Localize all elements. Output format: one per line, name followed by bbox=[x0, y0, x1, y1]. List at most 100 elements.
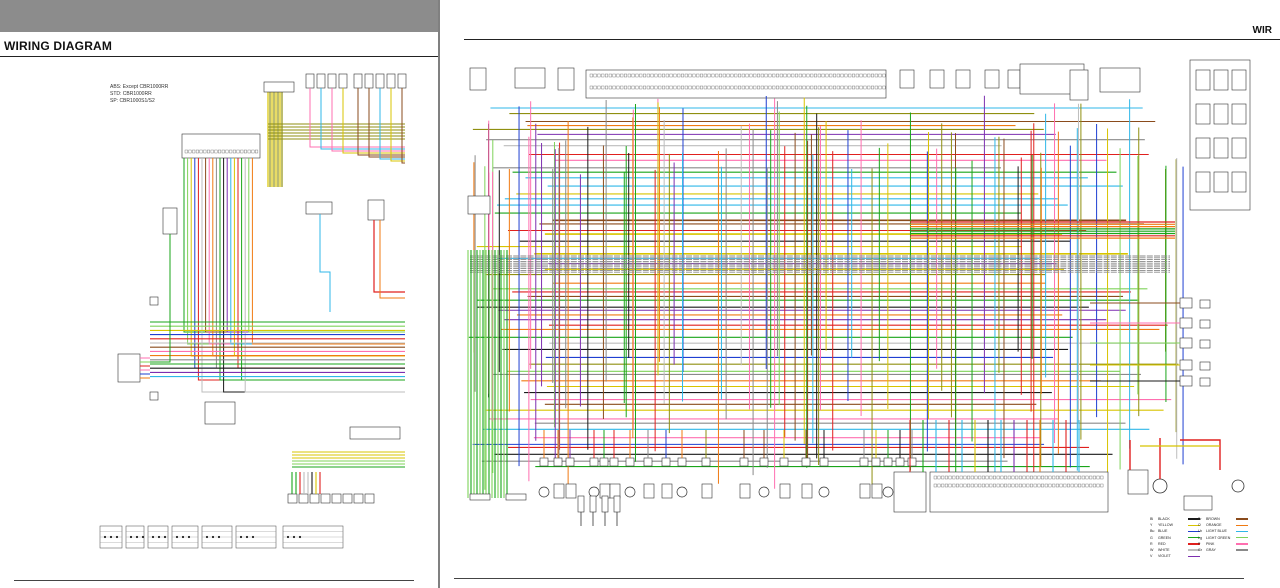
connector-pin bbox=[726, 73, 730, 78]
connector-pin bbox=[1037, 483, 1041, 488]
connector-pin bbox=[741, 73, 745, 78]
connector-pin bbox=[844, 85, 848, 90]
fuse bbox=[1195, 69, 1211, 91]
wire bbox=[251, 158, 405, 345]
connector-pin bbox=[688, 85, 692, 90]
connector-pin bbox=[1037, 475, 1041, 480]
wire bbox=[319, 214, 331, 312]
connector-pin bbox=[1092, 483, 1096, 488]
connector-pin bbox=[852, 73, 856, 78]
connector-pin bbox=[192, 149, 196, 154]
legend-code: P bbox=[1198, 541, 1201, 546]
connector-pin bbox=[745, 85, 749, 90]
ignition-coil bbox=[577, 495, 585, 513]
injector-connector bbox=[327, 73, 337, 89]
legend-name: LIGHT GREEN bbox=[1206, 535, 1231, 540]
connector-pin bbox=[760, 85, 764, 90]
bottom-rule bbox=[14, 580, 414, 581]
connector-pin bbox=[1089, 475, 1093, 480]
connector-pin bbox=[589, 73, 593, 78]
connector-pin bbox=[937, 475, 941, 480]
wire bbox=[208, 158, 405, 345]
connector-pin bbox=[677, 73, 681, 78]
sensor bbox=[871, 483, 883, 499]
relay-connector bbox=[955, 69, 971, 89]
legend-swatch bbox=[1188, 549, 1200, 551]
connector-pin bbox=[806, 73, 810, 78]
connector-pin bbox=[593, 73, 597, 78]
connector-pin bbox=[605, 73, 609, 78]
legend-code: V bbox=[1150, 554, 1153, 559]
connector-pin bbox=[700, 85, 704, 90]
connector-pin bbox=[1007, 475, 1011, 480]
connector-pin bbox=[1063, 475, 1067, 480]
fuse bbox=[1231, 103, 1247, 125]
connector-pin bbox=[1048, 475, 1052, 480]
switch bbox=[1199, 299, 1211, 309]
connector-pin bbox=[1041, 475, 1045, 480]
connector-pin bbox=[1004, 475, 1008, 480]
fuse bbox=[1195, 137, 1211, 159]
fuse bbox=[1195, 171, 1211, 193]
connector bbox=[1179, 375, 1193, 387]
connector-pin bbox=[214, 149, 218, 154]
connector-pin bbox=[195, 149, 199, 154]
wire bbox=[309, 88, 405, 148]
connector-pin bbox=[730, 85, 734, 90]
injector-connector bbox=[364, 73, 374, 89]
sensor bbox=[801, 483, 813, 499]
connector-pin bbox=[978, 483, 982, 488]
connector-pin bbox=[944, 475, 948, 480]
connector-pin bbox=[867, 85, 871, 90]
wire bbox=[379, 88, 405, 160]
connector-pin bbox=[867, 73, 871, 78]
switch-connector bbox=[342, 493, 353, 504]
sensor-connector bbox=[609, 457, 619, 467]
connector-pin bbox=[829, 73, 833, 78]
table-dot bbox=[181, 535, 185, 539]
connector-pin bbox=[665, 85, 669, 90]
wire bbox=[320, 88, 405, 150]
injector-connector bbox=[397, 73, 407, 89]
connector-pin bbox=[1100, 483, 1104, 488]
sensor-connector bbox=[565, 457, 575, 467]
connector-pin bbox=[210, 149, 214, 154]
connector-pin bbox=[882, 73, 886, 78]
connector-pin bbox=[681, 85, 685, 90]
connector-pin bbox=[1096, 475, 1100, 480]
connector-pin bbox=[772, 73, 776, 78]
motor bbox=[1231, 479, 1245, 493]
switch-connector bbox=[287, 493, 298, 504]
model-variants-note: ABS: Except CBR1000RR STD: CBR1000RR SP:… bbox=[110, 84, 168, 105]
connector-pin bbox=[707, 73, 711, 78]
connector-pin bbox=[776, 73, 780, 78]
connector-pin bbox=[855, 73, 859, 78]
connector-pin bbox=[719, 85, 723, 90]
wire bbox=[226, 158, 405, 333]
connector-pin bbox=[993, 483, 996, 488]
switch bbox=[1199, 319, 1211, 329]
connector-pin bbox=[852, 85, 856, 90]
connector-pin bbox=[783, 85, 787, 90]
ignition-coil bbox=[589, 495, 597, 513]
connector-pin bbox=[970, 483, 974, 488]
connector-pin bbox=[764, 85, 768, 90]
legend-name: GREEN bbox=[1158, 535, 1171, 540]
connector-pin bbox=[255, 149, 259, 154]
connector-pin bbox=[878, 73, 882, 78]
connector-pin bbox=[1085, 475, 1089, 480]
connector-pin bbox=[738, 73, 742, 78]
connector-pin bbox=[989, 475, 993, 480]
connector-pin bbox=[1089, 483, 1093, 488]
wiring-canvas-left bbox=[99, 73, 407, 549]
connector-pin bbox=[806, 85, 810, 90]
sensor-connector bbox=[871, 457, 881, 467]
connector-pin bbox=[605, 85, 609, 90]
table-dot bbox=[251, 535, 255, 539]
connector-pin bbox=[1018, 483, 1022, 488]
connector-pin bbox=[251, 149, 255, 154]
